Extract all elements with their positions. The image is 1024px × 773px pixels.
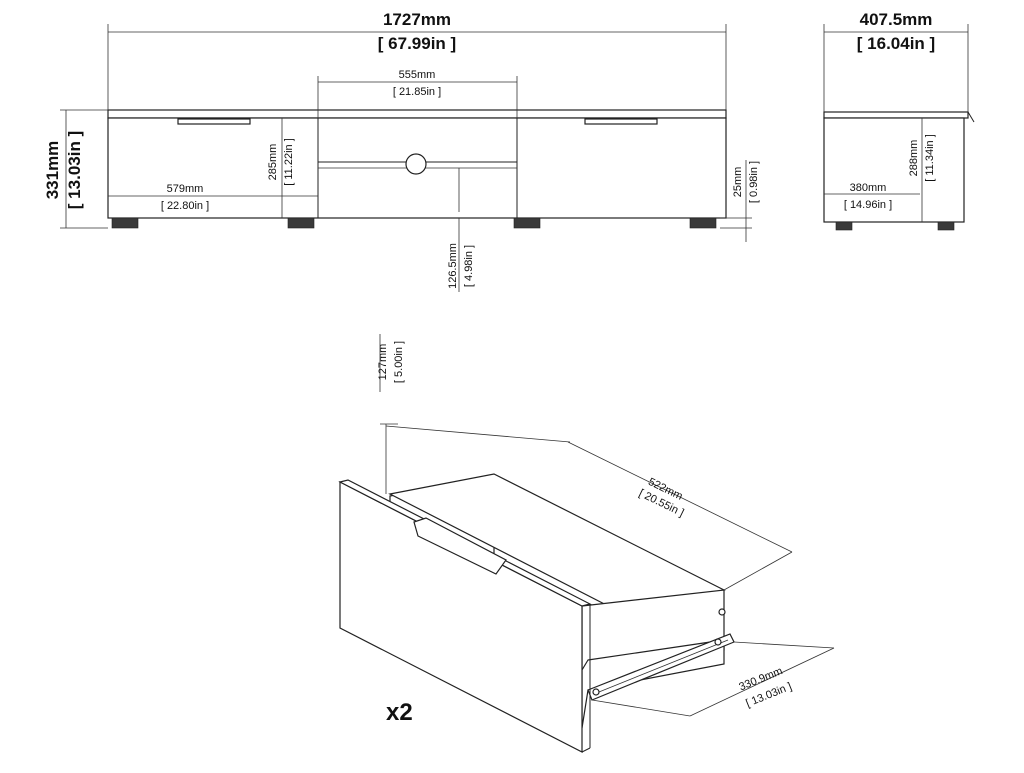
drawer-front-bottom-edge: [581, 747, 591, 753]
front-foot-1: [111, 217, 139, 229]
front-foot-3: [513, 217, 541, 229]
drawer-height-mm-label: 127mm: [377, 344, 389, 381]
depth-in-label: [ 16.04in ]: [857, 34, 935, 53]
side-width-in-label: [ 22.80in ]: [161, 200, 209, 212]
inner-depth-in-label: [ 14.96in ]: [844, 199, 892, 211]
foot-height-in-label: [ 0.98in ]: [748, 161, 760, 203]
drawer-height-in-label: [ 11.22in ]: [283, 138, 295, 186]
front-foot-4: [689, 217, 717, 229]
side-body: [823, 117, 965, 223]
side-foot-2: [937, 221, 955, 231]
dim-ext-drawer-depth-a: [385, 425, 571, 443]
side-top-bevel: [967, 111, 975, 123]
middle-width-in-label: [ 21.85in ]: [393, 86, 441, 98]
middle-width-mm-label: 555mm: [399, 69, 436, 81]
inner-depth-mm-label: 380mm: [850, 182, 887, 194]
right-drawer-handle: [584, 118, 658, 125]
shelf-height-mm-label: 126.5mm: [447, 243, 459, 289]
runner-rail-detail: [593, 639, 729, 695]
height-in-label: [ 13.03in ]: [65, 131, 84, 209]
side-width-mm-label: 579mm: [167, 183, 204, 195]
left-drawer-handle: [177, 118, 251, 125]
drawer-quantity-label: x2: [386, 699, 413, 726]
foot-height-mm-label: 25mm: [732, 167, 744, 198]
cable-hole-icon: [405, 153, 427, 175]
dim-line-drawer-width: [689, 647, 835, 717]
drawer-height-in-label: [ 5.00in ]: [393, 341, 405, 383]
dim-ext-drawer-depth-b: [723, 551, 793, 591]
depth-mm-label: 407.5mm: [860, 10, 933, 29]
runner-screw-2-icon: [714, 638, 722, 646]
drawer-handle: [413, 517, 507, 575]
height-mm-label: 331mm: [43, 141, 62, 200]
front-top-panel: [107, 109, 727, 119]
width-mm-label: 1727mm: [383, 10, 451, 29]
dim-line-drawer-depth: [567, 441, 793, 553]
shelf-height-in-label: [ 4.98in ]: [463, 245, 475, 287]
front-view: 1727mm [ 67.99in ] 555mm [ 21.85in ] 579…: [43, 10, 760, 292]
drawer-height-mm-label: 285mm: [267, 144, 279, 181]
runner-screw-3-icon: [718, 608, 726, 616]
width-in-label: [ 67.99in ]: [378, 34, 456, 53]
drawer-view: 127mm [ 5.00in ] 522mm [ 20.55in ] 330.9…: [338, 334, 835, 753]
front-foot-2: [287, 217, 315, 229]
side-view: 407.5mm [ 16.04in ] 380mm [ 14.96in ] 28…: [823, 10, 975, 231]
dim-ext-drawer-width-b: [591, 699, 691, 717]
inner-height-in-label: [ 11.34in ]: [924, 134, 936, 182]
runner-screw-1-icon: [592, 688, 600, 696]
side-foot-1: [835, 221, 853, 231]
side-top-panel: [823, 111, 969, 119]
inner-height-mm-label: 288mm: [908, 140, 920, 177]
dim-ext-drawer-width-a: [733, 641, 835, 649]
